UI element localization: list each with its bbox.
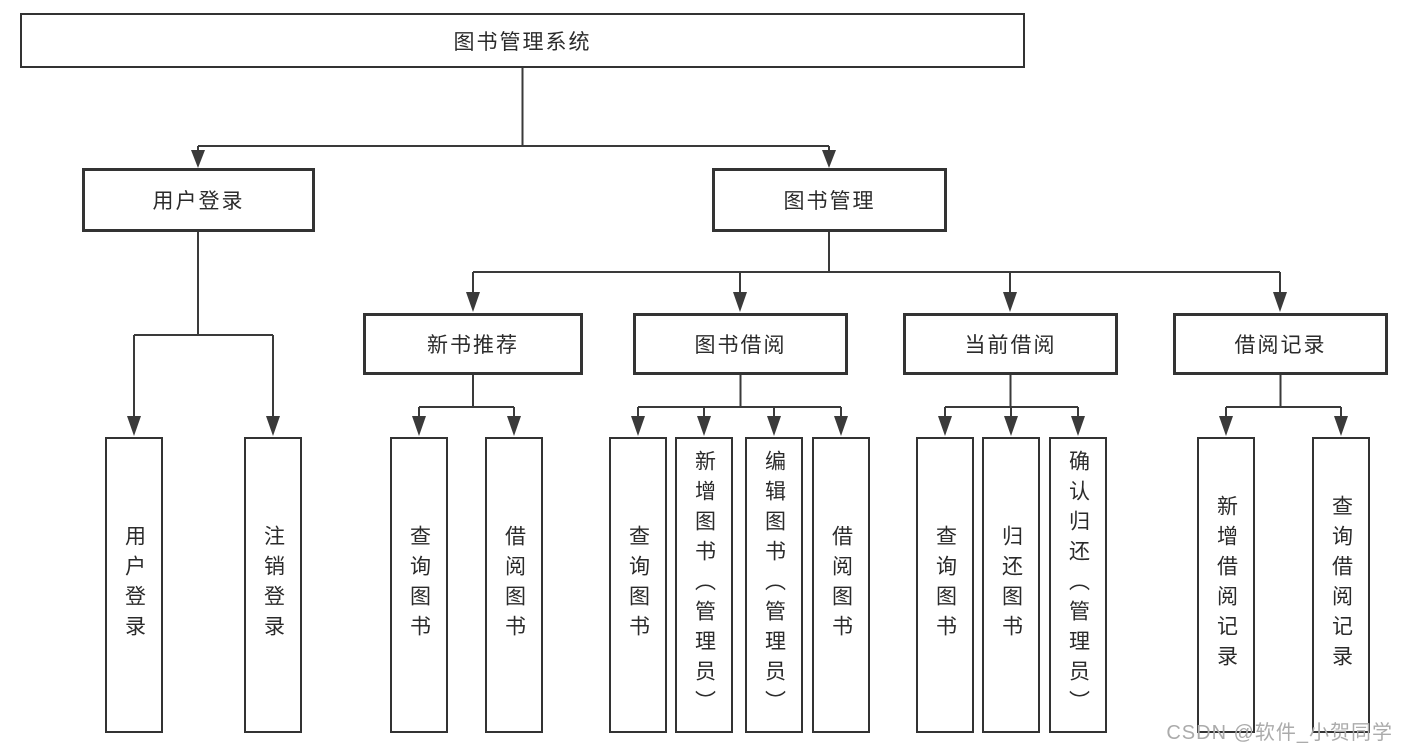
node-label: 编辑图书（管理员） bbox=[762, 450, 786, 720]
leaf-current-confirm-return-admin: 确认归还（管理员） bbox=[1049, 437, 1107, 733]
node-label: 新增借阅记录 bbox=[1214, 495, 1238, 675]
node-label: 图书管理系统 bbox=[453, 30, 592, 54]
leaf-records-add-record: 新增借阅记录 bbox=[1197, 437, 1255, 733]
node-label: 查询图书 bbox=[933, 525, 957, 645]
node-book-management: 图书管理 bbox=[712, 168, 947, 232]
connector-current bbox=[944, 375, 1079, 418]
node-user-login: 用户登录 bbox=[82, 168, 315, 232]
node-label: 查询图书 bbox=[407, 525, 431, 645]
csdn-watermark: CSDN @软件_小贺同学 bbox=[1166, 722, 1393, 744]
connector-book-mgmt bbox=[472, 232, 1281, 294]
node-label: 注销登录 bbox=[261, 525, 285, 645]
node-label: 新增图书（管理员） bbox=[692, 450, 716, 720]
node-label: 借阅图书 bbox=[829, 525, 853, 645]
node-book-borrowing: 图书借阅 bbox=[633, 313, 848, 375]
node-library-system: 图书管理系统 bbox=[20, 13, 1025, 68]
node-label: 借阅图书 bbox=[502, 525, 526, 645]
node-label: 借阅记录 bbox=[1234, 334, 1327, 357]
node-label: 用户登录 bbox=[122, 525, 146, 645]
node-label: 确认归还（管理员） bbox=[1066, 450, 1090, 720]
connector-user-login bbox=[133, 232, 274, 418]
node-label: 新书推荐 bbox=[427, 334, 519, 357]
leaf-user-login: 用户登录 bbox=[105, 437, 163, 733]
node-label: 归还图书 bbox=[999, 525, 1023, 645]
leaf-records-query-record: 查询借阅记录 bbox=[1312, 437, 1370, 733]
node-borrow-records: 借阅记录 bbox=[1173, 313, 1388, 375]
connector-root bbox=[197, 68, 830, 152]
leaf-borrowing-query-books: 查询图书 bbox=[609, 437, 667, 733]
node-label: 图书管理 bbox=[783, 190, 876, 213]
leaf-borrowing-edit-books-admin: 编辑图书（管理员） bbox=[745, 437, 803, 733]
leaf-newbooks-borrow-books: 借阅图书 bbox=[485, 437, 543, 733]
node-new-book-recommend: 新书推荐 bbox=[363, 313, 583, 375]
arrowheads bbox=[127, 150, 1348, 436]
node-label: 当前借阅 bbox=[964, 334, 1057, 357]
leaf-borrowing-add-books-admin: 新增图书（管理员） bbox=[675, 437, 733, 733]
connector-borrowing bbox=[637, 375, 842, 418]
leaf-current-return-books: 归还图书 bbox=[982, 437, 1040, 733]
connector-records bbox=[1225, 375, 1342, 418]
leaf-logout: 注销登录 bbox=[244, 437, 302, 733]
leaf-newbooks-query-books: 查询图书 bbox=[390, 437, 448, 733]
node-label: 图书借阅 bbox=[694, 334, 787, 357]
node-label: 用户登录 bbox=[152, 190, 245, 213]
leaf-borrowing-borrow-books: 借阅图书 bbox=[812, 437, 870, 733]
connector-new-books bbox=[418, 375, 515, 418]
node-current-borrowing: 当前借阅 bbox=[903, 313, 1118, 375]
node-label: 查询借阅记录 bbox=[1329, 495, 1353, 675]
leaf-current-query-books: 查询图书 bbox=[916, 437, 974, 733]
node-label: 查询图书 bbox=[626, 525, 650, 645]
